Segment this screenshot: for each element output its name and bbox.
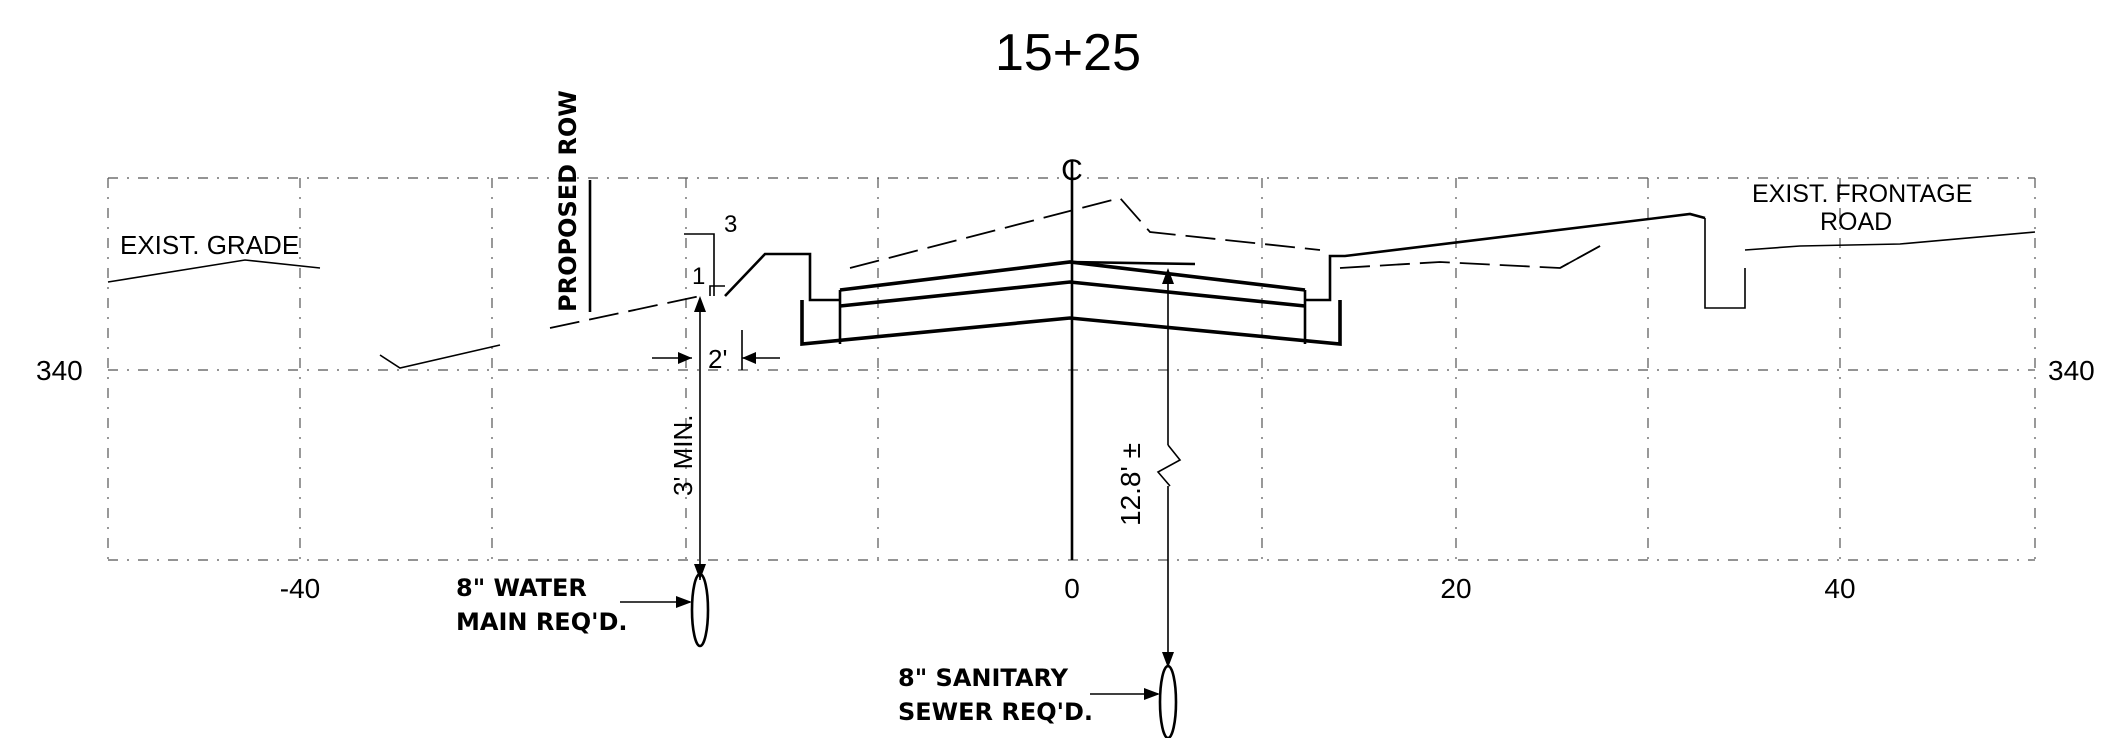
water-main-label-1: 8" WATER <box>456 574 587 602</box>
offset-tick-label: 20 <box>1440 573 1471 604</box>
elevation-label-right: 340 <box>2048 355 2095 386</box>
offset-dim-label: 2' <box>708 344 727 374</box>
elevation-label-left: 340 <box>36 355 83 386</box>
cover-dimension <box>694 296 706 580</box>
water-main-pipe <box>620 572 710 648</box>
slope-rise-label: 1 <box>692 263 705 290</box>
sewer-label-2: SEWER REQ'D. <box>898 698 1093 726</box>
cover-dim-label: 3' MIN. <box>668 414 698 496</box>
existing-grade-line <box>107 196 2036 369</box>
proposed-grade <box>709 212 1706 302</box>
offset-tick-label: 0 <box>1064 573 1080 604</box>
proposed-row-label: PROPOSED ROW <box>554 90 582 312</box>
sanitary-sewer-pipe <box>1090 664 1178 738</box>
centerline: C <box>1061 154 1083 560</box>
exist-frontage-label-2: ROAD <box>1820 208 1892 236</box>
station-title: 15+25 <box>995 24 1141 82</box>
pavement-section <box>800 260 1342 346</box>
centerline-symbol: C <box>1061 154 1083 187</box>
depth-dim-label: 12.8' ± <box>1115 443 1146 526</box>
slope-triangle <box>684 233 715 296</box>
water-main-label-2: MAIN REQ'D. <box>456 608 628 636</box>
offset-dimension <box>652 330 780 370</box>
offset-tick-label: 40 <box>1824 573 1855 604</box>
exist-grade-label: EXIST. GRADE <box>120 230 299 260</box>
slope-run-label: 3 <box>724 211 737 238</box>
offset-tick-label: -40 <box>280 573 320 604</box>
sewer-label-1: 8" SANITARY <box>898 664 1069 692</box>
exist-frontage-label-1: EXIST. FRONTAGE <box>1752 180 1972 208</box>
depth-dimension <box>1156 268 1182 668</box>
